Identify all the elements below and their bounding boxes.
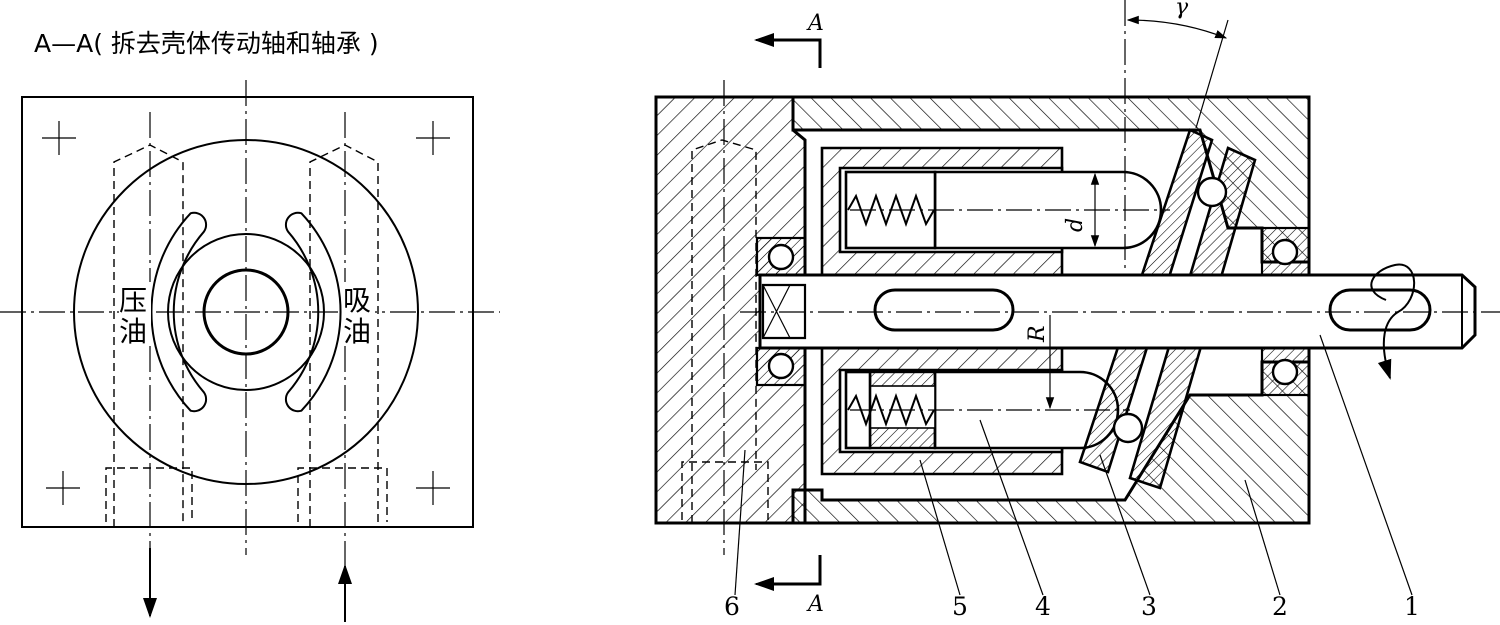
thrust-ball-upper: [1196, 176, 1228, 208]
shaft-keyway-right: [1328, 288, 1432, 332]
bolt-cross-marks: [42, 121, 450, 505]
shaft-keyway-left: [873, 288, 1015, 332]
suction-kidney-port: [284, 211, 342, 413]
section-cut-marker-top: [754, 33, 822, 68]
end-cover-valve-plate: [654, 95, 807, 525]
shaft-rotation-arrow: [1370, 263, 1416, 380]
right-centre-lines: [723, 0, 1500, 555]
right-view-longitudinal-section: A A γ d R 6 5 4 3 2 1: [654, 0, 1500, 621]
part-number-4: 4: [1035, 592, 1051, 621]
left-centre-lines: [0, 80, 500, 600]
hidden-cover-passages: [681, 139, 769, 523]
dim-d-label: d: [1063, 218, 1088, 232]
section-title: A—A( 拆去壳体传动轴和轴承 ): [34, 29, 379, 58]
label-pressure-oil-2: 油: [119, 315, 147, 348]
pressure-kidney-port: [150, 211, 208, 413]
label-suction-oil-1: 吸: [343, 284, 371, 317]
part-number-1: 1: [1404, 592, 1420, 621]
section-cut-marker-bottom: [754, 555, 822, 591]
left-bearing: [755, 236, 807, 387]
section-mark-bottom: A: [806, 592, 824, 617]
part-number-2: 2: [1272, 592, 1288, 621]
label-suction-oil-2: 油: [343, 315, 371, 348]
thrust-ball-lower: [1112, 412, 1144, 444]
swash-angle-dimension: [1126, 15, 1229, 129]
part-number-3: 3: [1141, 592, 1157, 621]
part-number-5: 5: [952, 592, 968, 621]
part-leader-lines: [734, 334, 1413, 596]
right-bearing: [1260, 226, 1311, 397]
dim-R-label: R: [1025, 325, 1050, 343]
label-pressure-oil-1: 压: [119, 284, 147, 317]
section-mark-top: A: [806, 11, 824, 36]
angle-gamma-label: γ: [1175, 0, 1189, 20]
left-view-section-aa: 压 油 吸 油: [0, 80, 500, 622]
part-number-6: 6: [724, 592, 740, 621]
